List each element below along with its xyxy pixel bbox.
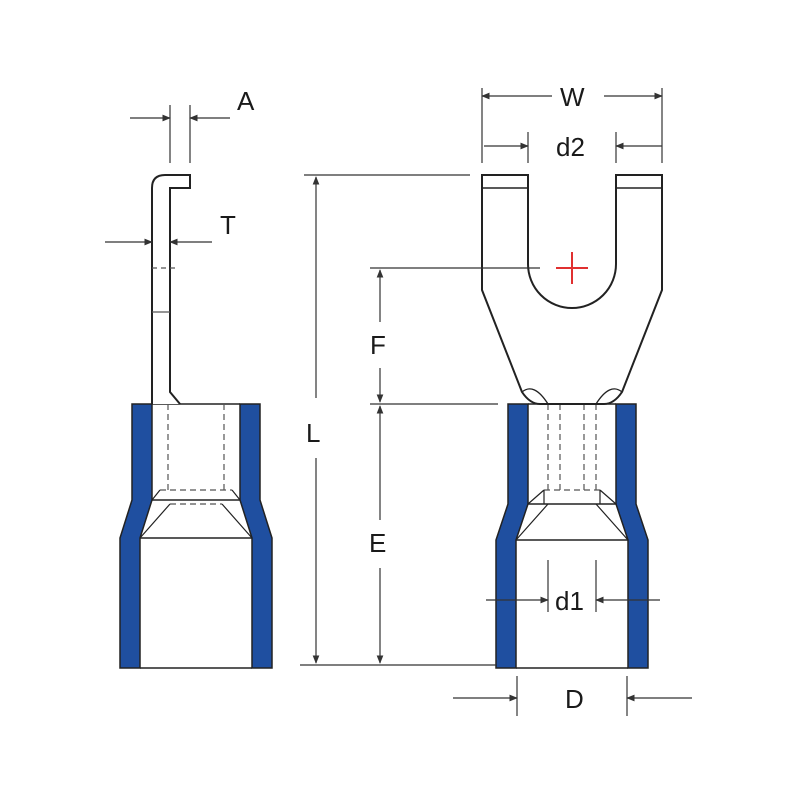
label-l: L	[306, 418, 320, 448]
vertical-dimensions: L F E	[300, 174, 540, 666]
front-insulation-right	[615, 403, 649, 669]
label-t: T	[220, 210, 236, 240]
side-view: A T	[105, 86, 273, 669]
front-sleeve-outline	[516, 403, 628, 669]
side-tongue	[151, 174, 191, 405]
label-f: F	[370, 330, 386, 360]
side-sleeve-outline	[140, 403, 252, 669]
label-a: A	[237, 86, 255, 116]
front-view: W d2 d1 D	[453, 82, 692, 716]
label-d1: d1	[555, 586, 584, 616]
label-e: E	[369, 528, 386, 558]
side-barrel-hidden	[160, 404, 232, 505]
front-barrel-hidden	[544, 404, 600, 491]
label-d2: d2	[556, 132, 585, 162]
front-fork	[481, 174, 663, 405]
side-insulation-right	[239, 403, 273, 669]
label-d: D	[565, 684, 584, 714]
front-insulation-left	[495, 403, 529, 669]
side-insulation-left	[119, 403, 153, 669]
label-w: W	[560, 82, 585, 112]
